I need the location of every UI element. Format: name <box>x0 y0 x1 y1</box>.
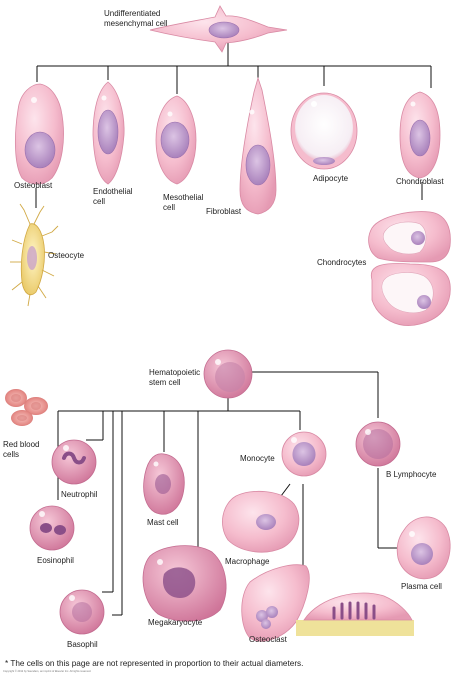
connector-lines-mesenchymal <box>35 40 432 208</box>
copyright-text: Copyright © 2012 by Saunders, an imprint… <box>3 670 92 673</box>
mesothelial-cell <box>155 95 197 185</box>
label-mast: Mast cell <box>147 518 179 527</box>
fibroblast-cell <box>239 76 277 215</box>
hematopoietic-stem-cell <box>203 349 253 399</box>
label-eosinophil: Eosinophil <box>37 556 74 565</box>
label-basophil: Basophil <box>67 640 98 649</box>
label-osteoblast: Osteoblast <box>14 181 53 190</box>
osteoclast-cell <box>241 564 310 642</box>
chondroblast-cell <box>399 91 441 179</box>
osteoclast-on-bone <box>296 592 414 636</box>
eosinophil-cell <box>29 505 75 551</box>
monocyte-cell <box>281 431 327 477</box>
plasma-cell <box>396 516 451 580</box>
footnote: * The cells on this page are not represe… <box>5 659 304 668</box>
connector-lines-hematopoietic <box>57 371 400 616</box>
label-monocyte: Monocyte <box>240 454 275 463</box>
label-adipocyte: Adipocyte <box>313 174 349 183</box>
osteoblast-cell <box>14 83 64 185</box>
label-plasma: Plasma cell <box>401 582 442 591</box>
label-fibroblast: Fibroblast <box>206 207 242 216</box>
megakaryocyte-cell <box>142 545 227 622</box>
mesenchymal-cell <box>149 5 288 53</box>
b-lymphocyte-cell <box>355 421 401 467</box>
label-chondroblast: Chondroblast <box>396 177 444 186</box>
macrophage-cell <box>222 491 300 553</box>
label-megakaryocyte: Megakaryocyte <box>148 618 203 627</box>
mast-cell <box>143 453 185 515</box>
label-neutrophil: Neutrophil <box>61 490 98 499</box>
red-blood-cells <box>5 389 48 426</box>
adipocyte-cell <box>290 92 358 170</box>
osteocyte-cell <box>10 203 59 307</box>
label-b-lymphocyte: B Lymphocyte <box>386 470 437 479</box>
label-macrophage: Macrophage <box>225 557 270 566</box>
endothelial-cell <box>92 81 125 185</box>
chondrocytes-cell <box>368 211 451 326</box>
neutrophil-cell <box>51 439 97 485</box>
label-chondrocytes: Chondrocytes <box>317 258 367 267</box>
basophil-cell <box>59 589 105 635</box>
label-osteocyte: Osteocyte <box>48 251 85 260</box>
label-osteoclast: Osteoclast <box>249 635 287 644</box>
